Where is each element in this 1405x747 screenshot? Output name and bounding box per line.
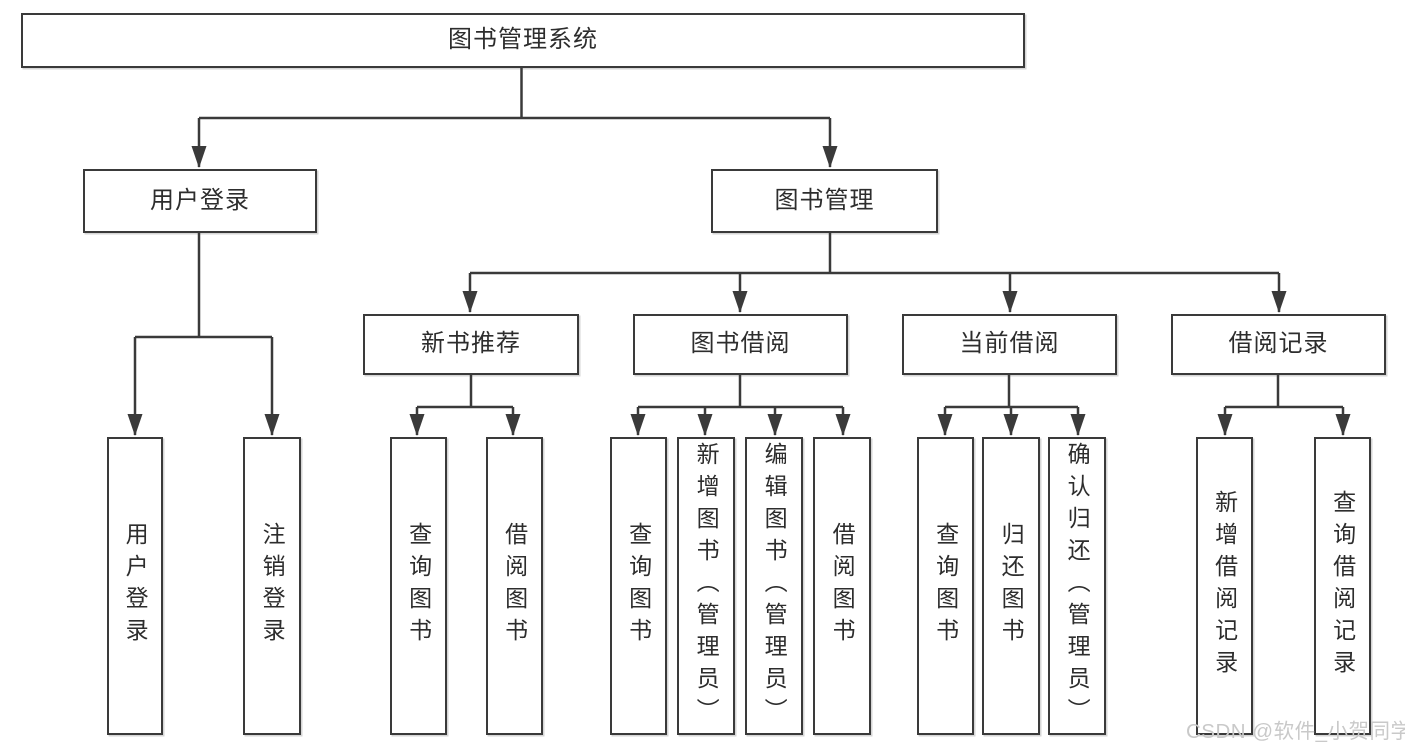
node-book-borrow: 图书借阅 <box>633 314 848 375</box>
node-label: 归还图书 <box>998 522 1025 650</box>
leaf-query-book-1: 查询图书 <box>390 437 447 735</box>
edges-borrow-record-group <box>1217 375 1351 436</box>
node-root-system: 图书管理系统 <box>21 13 1025 68</box>
csdn-watermark: CSDN @软件_小贺同学 <box>1186 720 1405 743</box>
node-label: 注销登录 <box>259 522 286 650</box>
node-label: 查询图书 <box>932 522 959 650</box>
node-label: 用户登录 <box>122 522 149 650</box>
node-label: 确认归还（管理员） <box>1064 442 1091 730</box>
node-label: 图书借阅 <box>690 330 791 358</box>
leaf-edit-book-admin: 编辑图书（管理员） <box>745 437 803 735</box>
leaf-borrow-book-2: 借阅图书 <box>813 437 871 735</box>
node-label: 查询图书 <box>625 522 652 650</box>
node-label: 查询图书 <box>405 522 432 650</box>
leaf-user-login: 用户登录 <box>107 437 163 735</box>
leaf-confirm-return-admin: 确认归还（管理员） <box>1048 437 1106 735</box>
node-label: 用户登录 <box>150 186 250 214</box>
node-book-management: 图书管理 <box>711 169 938 233</box>
leaf-logout: 注销登录 <box>243 437 301 735</box>
leaf-query-book-3: 查询图书 <box>917 437 974 735</box>
edges-new-book-group <box>409 375 521 436</box>
node-label: 图书管理 <box>774 186 875 214</box>
node-new-book-recommend: 新书推荐 <box>363 314 579 375</box>
node-current-borrow: 当前借阅 <box>902 314 1117 375</box>
node-label: 查询借阅记录 <box>1329 490 1356 682</box>
edges-current-borrow-group <box>937 375 1086 436</box>
node-user-login: 用户登录 <box>83 169 317 233</box>
leaf-query-borrow-record: 查询借阅记录 <box>1314 437 1371 735</box>
leaf-borrow-book-1: 借阅图书 <box>486 437 543 735</box>
node-label: 当前借阅 <box>959 330 1060 358</box>
edges-book-borrow-group <box>630 375 851 436</box>
node-label: 新增图书（管理员） <box>693 442 720 730</box>
edges-book-management-branch <box>462 233 1287 313</box>
node-borrow-record: 借阅记录 <box>1171 314 1386 375</box>
node-label: 借阅图书 <box>501 522 528 650</box>
edges-user-login-branch <box>127 233 280 436</box>
leaf-add-book-admin: 新增图书（管理员） <box>677 437 735 735</box>
node-label: 编辑图书（管理员） <box>761 442 788 730</box>
node-label: 新书推荐 <box>421 330 521 358</box>
leaf-query-book-2: 查询图书 <box>610 437 667 735</box>
node-label: 借阅记录 <box>1228 330 1329 358</box>
node-label: 借阅图书 <box>829 522 856 650</box>
edges-root-to-level2 <box>191 68 838 168</box>
node-label: 图书管理系统 <box>448 26 598 54</box>
leaf-add-borrow-record: 新增借阅记录 <box>1196 437 1253 735</box>
leaf-return-book: 归还图书 <box>982 437 1040 735</box>
node-label: 新增借阅记录 <box>1211 490 1238 682</box>
